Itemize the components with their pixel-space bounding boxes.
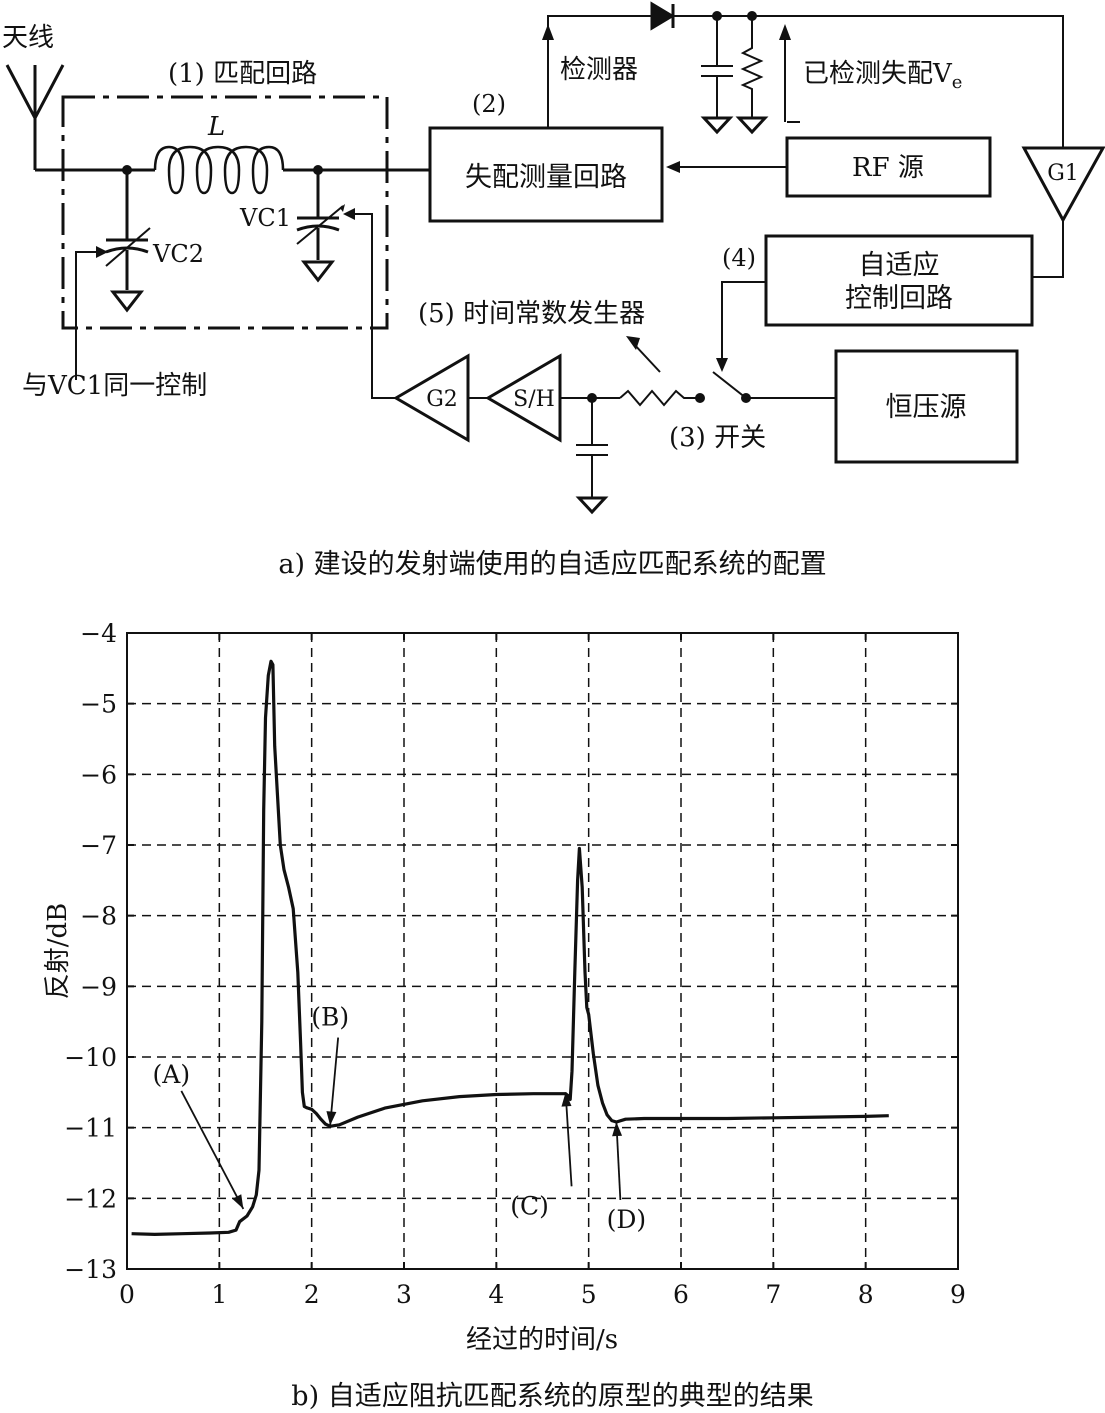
- matching-circuit-label: (1) 匹配回路: [168, 59, 317, 89]
- reflection-chart: 0 1 2 3 4 5 6 7 8 9 −4 −5 −6 −7 −8 −9 −10 −11 −12 −13 (A) (B…: [43, 619, 966, 1355]
- vc1-label: VC1: [239, 204, 291, 232]
- x-tick-label: 6: [673, 1280, 689, 1309]
- plot-frame: [126, 632, 959, 1270]
- time-constant-label: (5) 时间常数发生器: [418, 299, 645, 329]
- y-tick-label: −9: [80, 972, 117, 1001]
- x-tick-label: 0: [119, 1280, 135, 1309]
- detector-label: 检测器: [560, 55, 638, 85]
- annotation-arrow-line: [329, 1037, 340, 1126]
- y-tick-label: −13: [64, 1255, 117, 1284]
- annotation-arrow-line: [564, 1092, 573, 1187]
- grid-lines: [127, 633, 958, 1269]
- x-tick-label: 5: [581, 1280, 597, 1309]
- x-tick-label: 4: [488, 1280, 504, 1309]
- x-axis-label: 经过的时间/s: [466, 1325, 618, 1355]
- annotation-label: (C): [510, 1191, 549, 1220]
- y-tick-label: −8: [80, 902, 117, 931]
- mismatch-block-label: 失配测量回路: [465, 162, 627, 193]
- adaptive-number: (4): [722, 244, 756, 272]
- g1-label: G1: [1047, 161, 1079, 186]
- x-tick-label: 9: [950, 1280, 966, 1309]
- x-tick-label: 2: [304, 1280, 320, 1309]
- y-tick-label: −12: [64, 1184, 117, 1213]
- inductor-label: L: [207, 112, 225, 142]
- y-tick-label: −7: [80, 831, 117, 860]
- y-axis-label: 反射/dB: [43, 903, 73, 1000]
- y-tick-label: −4: [80, 619, 117, 648]
- x-tick-label: 7: [765, 1280, 781, 1309]
- constant-voltage-label: 恒压源: [886, 392, 967, 423]
- y-tick-label: −10: [64, 1043, 117, 1072]
- x-tick-label: 8: [858, 1280, 874, 1309]
- vc2-label: VC2: [152, 240, 204, 268]
- switch-label: (3) 开关: [669, 423, 766, 453]
- annotation-arrow-head: [612, 1122, 623, 1137]
- mismatch-number: (2): [472, 90, 506, 118]
- annotation-arrow-line: [180, 1090, 245, 1210]
- annotation-arrow-head: [232, 1194, 244, 1209]
- annotation-arrow-head: [561, 1092, 572, 1107]
- annotation-label: (D): [607, 1205, 647, 1234]
- antenna-label: 天线: [2, 23, 54, 53]
- annotation-label: (A): [153, 1060, 191, 1089]
- caption-b: b) 自适应阻抗匹配系统的原型的典型的结果: [291, 1381, 814, 1412]
- reflection-series-line: [131, 659, 889, 1236]
- same-control-label: 与VC1同一控制: [22, 371, 207, 401]
- x-tick-label: 1: [211, 1280, 227, 1309]
- adaptive-control-line1: 自适应: [859, 250, 940, 281]
- axis-ticks: 0 1 2 3 4 5 6 7 8 9 −4 −5 −6 −7 −8 −9 −10 −11 −12 −13: [64, 619, 966, 1309]
- g2-label: G2: [426, 387, 458, 412]
- annotation-label: (B): [311, 1003, 349, 1032]
- detected-mismatch-label: 已检测失配Ve: [803, 59, 962, 93]
- rf-source-label: RF 源: [852, 153, 924, 183]
- circuit-diagram: 天线 (1) 匹配回路 L VC1 VC2 与VC1同一控制 (2) 失配测量回…: [2, 1, 1105, 515]
- y-tick-label: −5: [80, 690, 117, 719]
- y-tick-label: −6: [80, 760, 117, 789]
- caption-a: a) 建设的发射端使用的自适应匹配系统的配置: [278, 549, 827, 580]
- sh-label: S/H: [513, 387, 555, 412]
- y-tick-label: −11: [64, 1114, 117, 1143]
- x-tick-label: 3: [396, 1280, 412, 1309]
- annotations: (A) (B) (C) (D): [153, 1003, 647, 1234]
- annotation-arrow-head: [326, 1111, 337, 1126]
- adaptive-control-line2: 控制回路: [845, 283, 953, 314]
